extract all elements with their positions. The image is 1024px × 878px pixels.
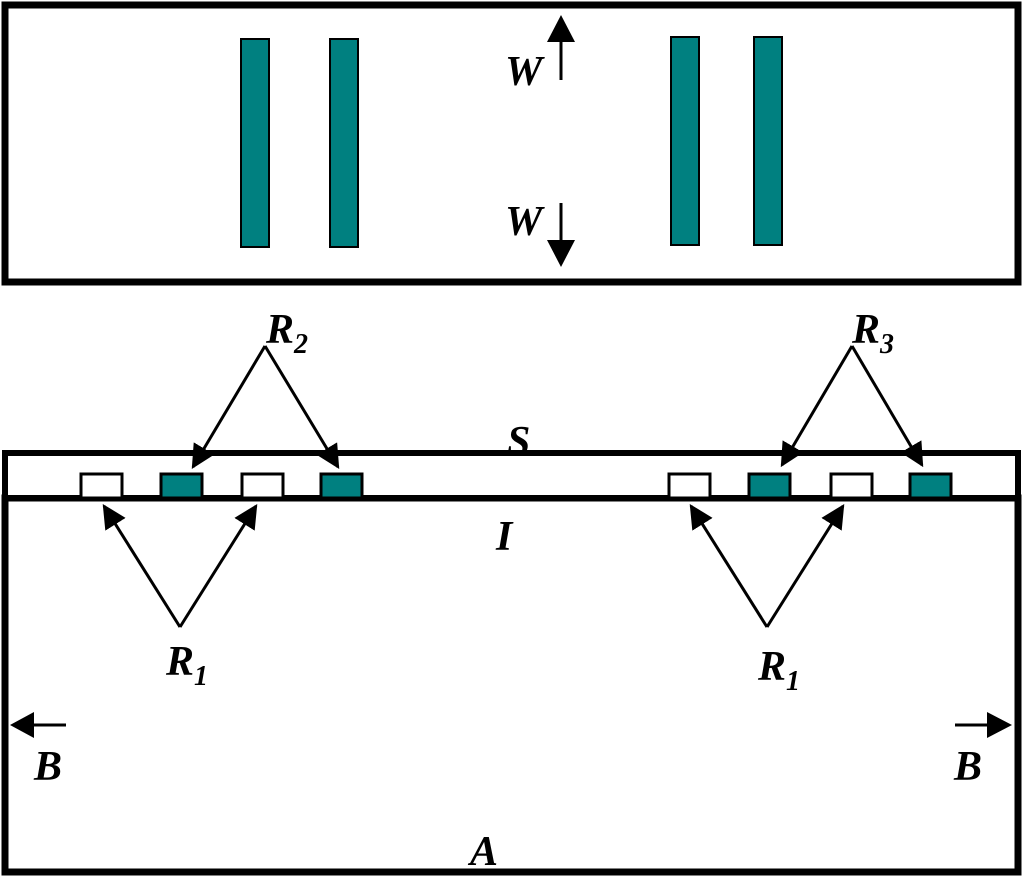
conductor-white-4 [829, 472, 874, 500]
conductor-white-1 [79, 472, 124, 500]
substrate-a [1, 494, 1022, 876]
top-strip-3 [670, 36, 700, 246]
w-up-arrow [547, 15, 575, 80]
s-label: S [507, 419, 530, 465]
b-right-arrow [955, 712, 1012, 738]
r1-right-label: R1 [757, 644, 800, 697]
w-bottom-label: W [505, 199, 545, 245]
r1-left-arrows [102, 503, 258, 628]
b-left-label: B [33, 744, 62, 790]
a-label: A [467, 829, 498, 875]
r3-label: R3 [851, 307, 894, 360]
b-right-label: B [953, 744, 982, 790]
top-view-frame [1, 1, 1022, 286]
conductor-teal-3 [747, 472, 792, 500]
top-strip-4 [753, 36, 783, 246]
i-label: I [495, 514, 514, 560]
conductor-teal-1 [159, 472, 204, 500]
conductor-white-3 [667, 472, 712, 500]
r1-right-arrows [689, 503, 845, 628]
top-strip-1 [240, 38, 270, 248]
top-strip-2 [329, 38, 359, 248]
r1-left-label: R1 [165, 639, 208, 692]
top-view-panel: W W [1, 1, 1022, 286]
conductor-teal-2 [319, 472, 364, 500]
conductor-white-2 [240, 472, 285, 500]
b-left-arrow [10, 712, 66, 738]
r3-arrows [780, 345, 924, 468]
r2-label: R2 [265, 307, 308, 360]
conductor-teal-4 [908, 472, 953, 500]
w-down-arrow [547, 203, 575, 267]
w-top-label: W [505, 49, 545, 95]
cross-section-panel: R2 R3 S I R1 R1 B B [1, 307, 1022, 876]
r2-arrows [191, 345, 340, 470]
